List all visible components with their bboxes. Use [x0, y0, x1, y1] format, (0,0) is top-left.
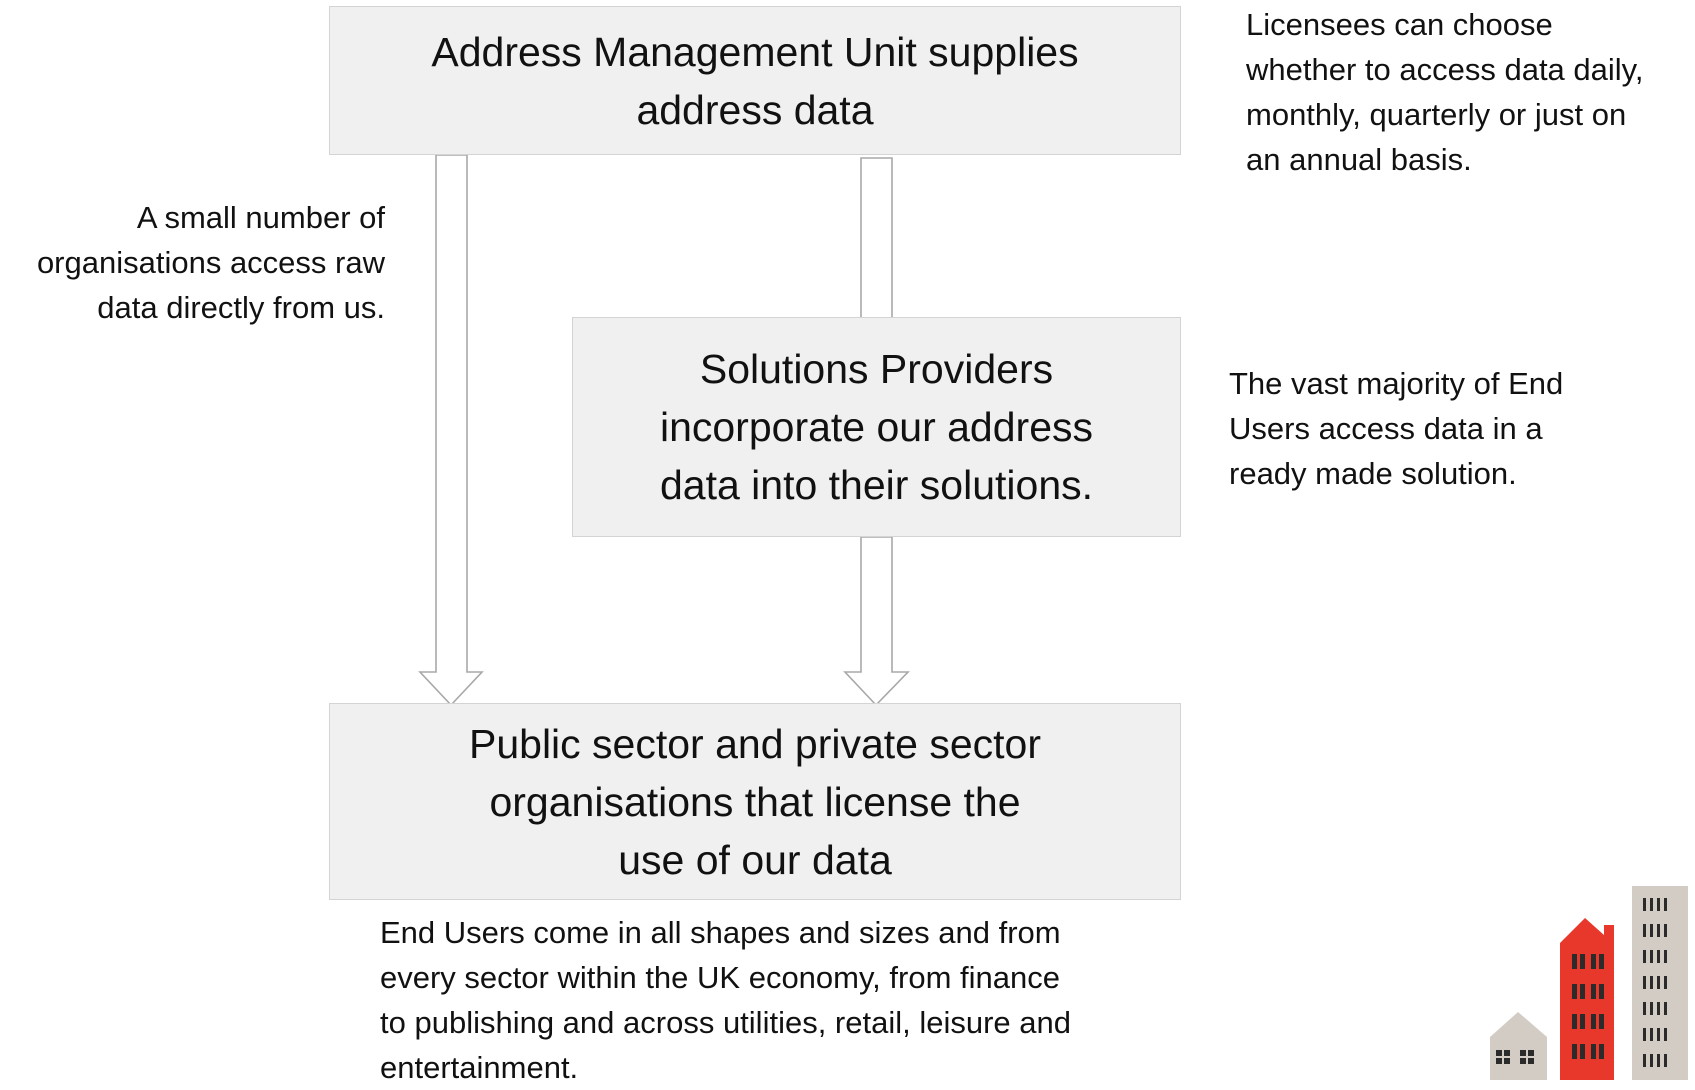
box-line: data into their solutions.: [659, 462, 1094, 508]
end-users-note: End Users come in all shapes and sizes a…: [380, 910, 1071, 1090]
note-line: entertainment.: [380, 1050, 579, 1085]
address-management-unit-box: Address Management Unit supplies address…: [329, 6, 1181, 155]
box-line: Address Management Unit supplies: [431, 28, 1079, 75]
note-line: monthly, quarterly or just on: [1246, 97, 1627, 132]
box-line: organisations that license the: [489, 778, 1021, 825]
box-line: Public sector and private sector: [469, 720, 1041, 767]
direct-access-note: A small number of organisations access r…: [37, 195, 385, 330]
red-building-windows: [1572, 954, 1604, 1059]
note-line: ready made solution.: [1229, 456, 1517, 491]
box-line: Solutions Providers: [699, 346, 1054, 392]
note-line: to publishing and across utilities, reta…: [380, 1005, 1071, 1040]
arrow-solutions-to-end-users: [843, 536, 910, 707]
note-line: A small number of: [136, 200, 385, 235]
red-building: [1560, 918, 1614, 1080]
arrow-direct-to-end-users: [418, 154, 484, 707]
note-line: data directly from us.: [97, 290, 385, 325]
note-line: Licensees can choose: [1246, 7, 1553, 42]
note-line: The vast majority of End: [1229, 366, 1564, 401]
public-private-organisations-box: Public sector and private sector organis…: [329, 703, 1181, 900]
tall-building-windows: [1643, 898, 1667, 1067]
note-line: whether to access data daily,: [1246, 52, 1644, 87]
box-line: incorporate our address: [659, 404, 1093, 450]
ready-made-solution-note: The vast majority of End Users access da…: [1229, 361, 1563, 496]
access-frequency-note: Licensees can choose whether to access d…: [1246, 2, 1643, 182]
note-line: End Users come in all shapes and sizes a…: [380, 915, 1061, 950]
box-line: use of our data: [618, 836, 892, 883]
solutions-providers-box: Solutions Providers incorporate our addr…: [572, 317, 1181, 537]
note-line: organisations access raw: [36, 245, 385, 280]
note-line: every sector within the UK economy, from…: [380, 960, 1060, 995]
note-line: an annual basis.: [1246, 142, 1472, 177]
note-line: Users access data in a: [1229, 411, 1543, 446]
grey-house: [1490, 1012, 1547, 1080]
box-line: address data: [636, 86, 874, 133]
